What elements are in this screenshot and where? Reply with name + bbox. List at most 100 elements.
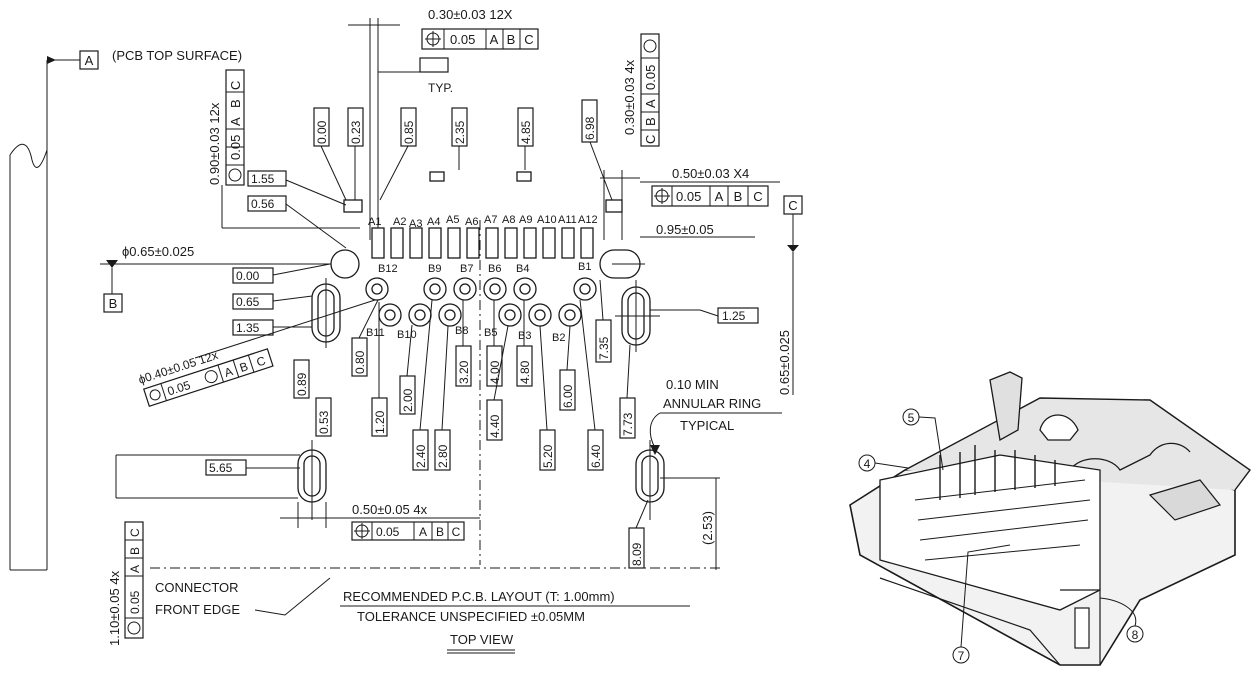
right-frame-b: B <box>643 117 658 126</box>
lower-value-boxes: 0.89 0.53 0.80 1.20 2.00 2.40 2.80 3.20 … <box>293 279 636 471</box>
connector-3d-illustration <box>849 371 1251 666</box>
top-frame-a: A <box>490 32 499 47</box>
left-bottom-frame-b: B <box>128 547 142 555</box>
box-top-4: 4.85 <box>519 120 533 144</box>
right-dim-label: 0.30±0.03 4x <box>622 59 637 135</box>
box-top-2: 0.85 <box>402 120 416 144</box>
view-title: TOP VIEW <box>450 632 514 647</box>
box-125-group: 1.25 <box>650 307 759 324</box>
bottom-frame-tol: 0.05 <box>376 525 400 539</box>
box-low-9: 4.40 <box>488 414 502 438</box>
box-low-12: 6.00 <box>561 384 575 408</box>
right-frame-tol: 0.05 <box>643 65 658 90</box>
dim-095: 0.95±0.05 <box>656 222 714 237</box>
pin-b10: B10 <box>397 329 417 341</box>
box-top-3: 2.35 <box>453 120 467 144</box>
box-low-15: 7.73 <box>621 412 635 436</box>
wide-frame-a: A <box>715 189 724 204</box>
box-left-2: 0.00 <box>236 269 260 283</box>
phi040-tolerance: ϕ0.40±0.05 12x 0.05 A B C <box>137 348 274 407</box>
box-809: 8.09 <box>630 542 644 566</box>
pin-b11: B11 <box>366 327 385 339</box>
annular-line1: 0.10 MIN <box>666 377 719 392</box>
box-low-6: 2.80 <box>436 444 450 468</box>
bottom-dim-label: 0.50±0.05 4x <box>352 502 428 517</box>
box-top-0: 0.00 <box>315 120 329 144</box>
right-tolerance: 0.30±0.03 4x 0.05 A B C <box>622 33 660 147</box>
top-value-boxes: 0.00 0.23 0.85 2.35 4.85 6.98 <box>313 99 623 213</box>
box-low-2: 0.80 <box>353 350 367 374</box>
box-low-13: 6.40 <box>589 444 603 468</box>
box-125: 1.25 <box>722 309 746 323</box>
pin-a2: A2 <box>393 216 406 228</box>
dim-065-vertical: 0.65±0.025 <box>777 330 792 395</box>
top-frame-b: B <box>507 32 516 47</box>
annular-line2: ANNULAR RING <box>663 396 761 411</box>
tolerance-note: TOLERANCE UNSPECIFIED ±0.05MM <box>357 609 585 624</box>
pin-b4: B4 <box>516 263 529 275</box>
phi040-frame-b: B <box>238 359 250 375</box>
box-565: 5.65 <box>209 461 233 475</box>
pin-a4: A4 <box>427 216 440 228</box>
phi040-frame-tol: 0.05 <box>166 378 193 399</box>
box-left-0: 1.55 <box>251 172 275 186</box>
box-low-10: 4.80 <box>518 360 532 384</box>
wide-frame-b: B <box>734 189 743 204</box>
pin-b9: B9 <box>428 263 441 275</box>
pin-b2: B2 <box>552 332 565 344</box>
pin-b12: B12 <box>378 263 398 275</box>
pin-a8: A8 <box>502 214 515 226</box>
pin-a7: A7 <box>484 214 497 226</box>
left-bottom-tolerance: 1.10±0.05 4x C B A 0.05 <box>107 521 144 646</box>
wide-dim-label: 0.50±0.03 X4 <box>672 166 749 181</box>
right-lower-dims: 0.10 MIN ANNULAR RING TYPICAL (2.53) 8.0… <box>628 377 782 570</box>
left-frame-tol: 0.05 <box>228 135 243 160</box>
box-low-1: 0.53 <box>317 410 331 434</box>
box-left-1: 0.56 <box>251 197 275 211</box>
left-bottom-frame-c: C <box>128 528 142 537</box>
wide-frame-c: C <box>753 189 762 204</box>
left-frame-b: B <box>228 99 243 108</box>
wide-tolerance: 0.50±0.03 X4 0.05 A B C <box>600 166 780 240</box>
dim-phi065: ϕ0.65±0.025 <box>122 244 194 259</box>
callout-5: 5 <box>908 411 915 425</box>
datum-a-letter: A <box>85 53 94 68</box>
box-left-3: 0.65 <box>236 295 260 309</box>
datum-c: C 0.95±0.05 0.65±0.025 <box>640 195 803 395</box>
box-left-4: 1.35 <box>236 321 260 335</box>
callout-4: 4 <box>864 457 871 471</box>
box-low-0: 0.89 <box>295 372 309 396</box>
a-pad-row: A1 A2 A3 A4 A5 A6 A7 A8 A9 A10 A11 A12 <box>368 214 598 259</box>
pin-b1: B1 <box>578 261 591 273</box>
box-low-4: 2.00 <box>401 388 415 412</box>
box-low-7: 3.20 <box>457 360 471 384</box>
top-frame-c: C <box>524 32 533 47</box>
box-top-1: 0.23 <box>349 120 363 144</box>
pin-b6: B6 <box>488 263 501 275</box>
callout-7: 7 <box>958 649 965 663</box>
left-bottom-frame-a: A <box>128 565 142 573</box>
top-tolerance: 0.30±0.03 12X 0.05 A B C TYP. <box>348 7 539 240</box>
box-low-3: 1.20 <box>373 410 387 434</box>
right-frame-c: C <box>643 135 658 144</box>
connector-front-edge: CONNECTOR FRONT EDGE <box>150 567 720 617</box>
pin-a9: A9 <box>519 214 532 226</box>
pin-b3: B3 <box>518 330 531 342</box>
right-frame-a: A <box>643 99 658 108</box>
pin-a11: A11 <box>558 214 577 226</box>
pin-b5: B5 <box>484 327 497 339</box>
phi040-frame-a: A <box>223 364 235 380</box>
datum-c-letter: C <box>788 198 797 213</box>
pin-a1: A1 <box>368 216 381 228</box>
pin-a6: A6 <box>465 216 478 228</box>
pin-a12: A12 <box>578 214 598 226</box>
top-frame-tol: 0.05 <box>450 32 475 47</box>
box-low-8: 4.00 <box>488 360 502 384</box>
layout-title: RECOMMENDED P.C.B. LAYOUT (T: 1.00mm) <box>343 589 615 604</box>
bottom-frame-b: B <box>436 525 444 539</box>
dim-253: (2.53) <box>700 511 715 545</box>
holes <box>297 220 665 565</box>
callout-8: 8 <box>1132 628 1139 642</box>
left-bottom-frame-tol: 0.05 <box>128 590 142 614</box>
pin-a3: A3 <box>409 218 422 230</box>
